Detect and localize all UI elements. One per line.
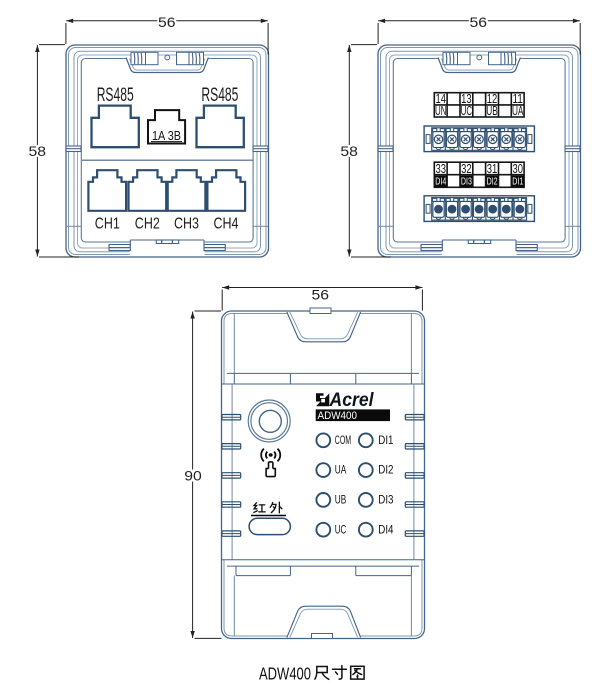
svg-text:UC: UC bbox=[335, 522, 347, 536]
svg-text:UN: UN bbox=[435, 104, 447, 118]
svg-text:DI3: DI3 bbox=[461, 176, 472, 188]
svg-text:UC: UC bbox=[461, 104, 473, 118]
svg-text:UB: UB bbox=[335, 493, 347, 507]
svg-text:DI4: DI4 bbox=[378, 522, 393, 536]
svg-text:13: 13 bbox=[461, 92, 472, 106]
svg-text:58: 58 bbox=[29, 143, 47, 159]
svg-text:56: 56 bbox=[158, 14, 176, 30]
svg-text:1A 3B: 1A 3B bbox=[152, 129, 181, 143]
svg-text:DI1: DI1 bbox=[378, 433, 393, 447]
svg-text:DI3: DI3 bbox=[378, 493, 393, 507]
svg-text:CH2: CH2 bbox=[135, 216, 160, 233]
svg-text:RS485: RS485 bbox=[97, 85, 134, 106]
svg-text:Acrel: Acrel bbox=[329, 389, 374, 411]
svg-text:58: 58 bbox=[340, 143, 358, 159]
svg-text:12: 12 bbox=[487, 92, 498, 106]
svg-text:UB: UB bbox=[486, 104, 498, 118]
svg-text:11: 11 bbox=[512, 92, 523, 106]
svg-text:14: 14 bbox=[435, 92, 446, 106]
svg-text:RS485: RS485 bbox=[201, 85, 238, 106]
svg-text:ADW400: ADW400 bbox=[259, 664, 311, 684]
svg-text:UA: UA bbox=[335, 463, 347, 477]
svg-text:33: 33 bbox=[435, 162, 446, 176]
svg-text:DI1: DI1 bbox=[512, 176, 523, 188]
svg-text:DI2: DI2 bbox=[378, 463, 393, 477]
svg-text:DI2: DI2 bbox=[487, 176, 498, 188]
svg-text:DI4: DI4 bbox=[435, 176, 446, 188]
svg-text:CH3: CH3 bbox=[174, 216, 199, 233]
svg-text:30: 30 bbox=[512, 162, 523, 176]
svg-text:CH4: CH4 bbox=[214, 216, 239, 233]
svg-text:UA: UA bbox=[512, 104, 524, 118]
svg-text:COM: COM bbox=[335, 433, 351, 447]
svg-text:32: 32 bbox=[461, 162, 472, 176]
svg-text:ADW400: ADW400 bbox=[318, 410, 358, 422]
svg-text:56: 56 bbox=[470, 14, 488, 30]
svg-text:31: 31 bbox=[487, 162, 498, 176]
svg-text:90: 90 bbox=[184, 468, 202, 484]
svg-text:56: 56 bbox=[312, 286, 330, 302]
svg-text:CH1: CH1 bbox=[95, 216, 120, 233]
